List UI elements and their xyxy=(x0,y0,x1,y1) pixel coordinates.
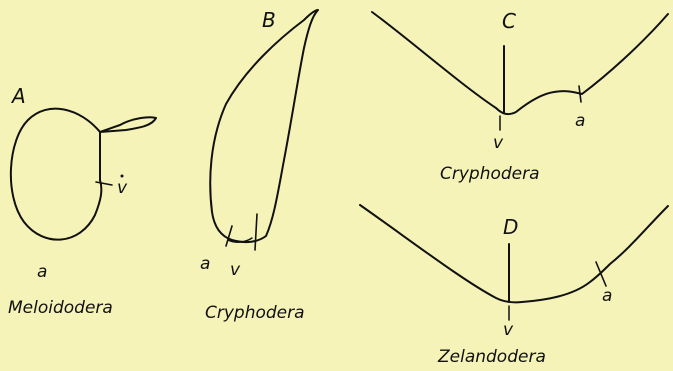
panel-a-body xyxy=(11,109,102,240)
panel-b-a-tick xyxy=(226,226,232,246)
panel-b-v-tick xyxy=(255,214,257,250)
panel-a-a-label: a xyxy=(37,262,47,282)
panel-d-letter: D xyxy=(503,215,518,239)
panel-c-profile xyxy=(372,12,668,114)
panel-d-a-label: a xyxy=(602,286,612,306)
panel-d: D v a Zelandodera xyxy=(360,205,668,367)
panel-d-anus-tick xyxy=(596,262,606,286)
panel-b: B a v Cryphodera xyxy=(200,8,318,323)
panel-c-anus-tick xyxy=(579,86,581,102)
panel-b-genus: Cryphodera xyxy=(205,303,305,323)
panel-b-outline xyxy=(210,10,318,242)
panel-c-a-label: a xyxy=(575,111,585,131)
panel-a-vulva-tick xyxy=(96,182,112,185)
panel-b-letter: B xyxy=(262,8,276,32)
panel-a-outline xyxy=(100,117,156,180)
panel-c: C v a Cryphodera xyxy=(372,9,668,184)
panel-a-letter: A xyxy=(10,84,26,108)
panel-c-letter: C xyxy=(502,9,516,33)
panel-a: A v a Meloidodera xyxy=(8,84,156,318)
panel-b-a-label: a xyxy=(200,254,210,274)
panel-a-v-label: v xyxy=(117,178,128,198)
panel-d-v-label: v xyxy=(503,320,514,340)
panel-b-v-label: v xyxy=(230,260,241,280)
panel-d-genus: Zelandodera xyxy=(437,347,546,367)
panel-a-genus: Meloidodera xyxy=(8,298,113,318)
panel-c-genus: Cryphodera xyxy=(440,164,540,184)
panel-c-v-label: v xyxy=(493,133,504,153)
